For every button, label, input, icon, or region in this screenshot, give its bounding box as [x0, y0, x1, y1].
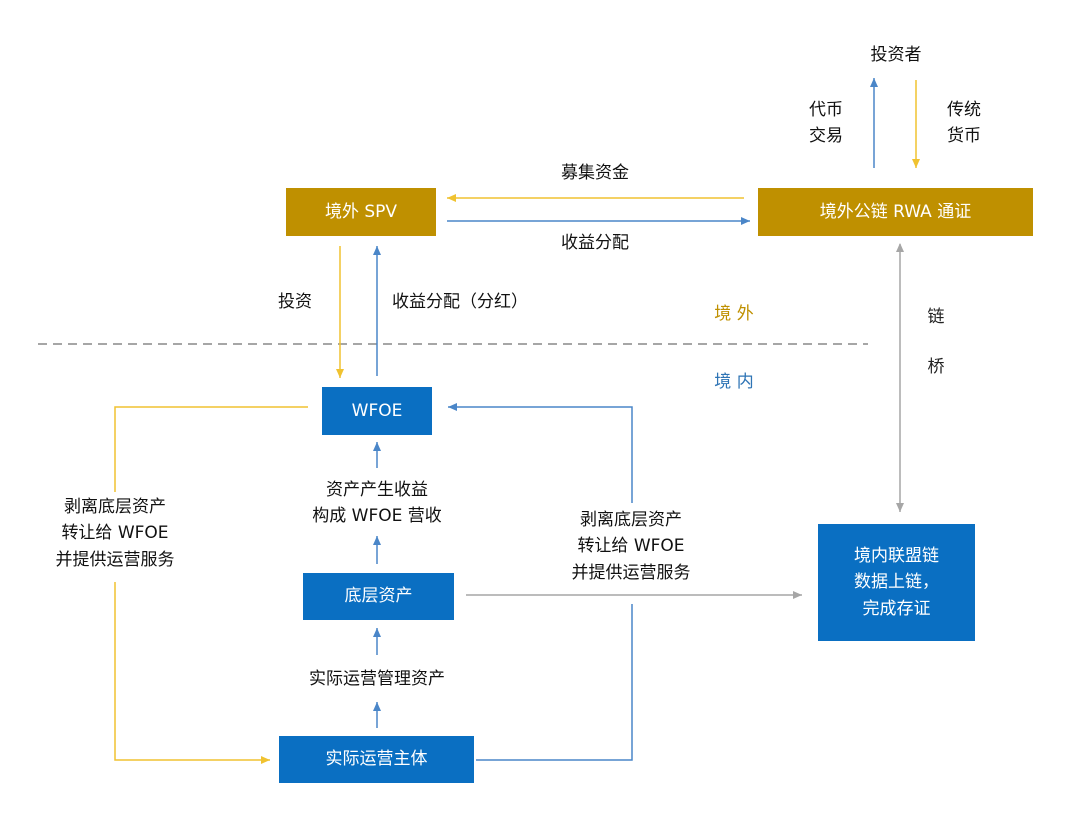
fiat-currency-line-1: 传统 — [947, 100, 981, 120]
strip-transfer-right-line-bottom — [476, 604, 633, 761]
strip-transfer-left-line-1: 剥离底层资产 — [64, 497, 166, 517]
operating-entity-box: 实际运营主体 — [279, 736, 474, 783]
investor-label: 投资者 — [870, 45, 922, 65]
chain-bridge-line-1: 链 — [927, 307, 945, 327]
fiat-currency-line-2: 货币 — [947, 126, 981, 147]
onshore-region-label: 境 内 — [714, 372, 754, 392]
strip-transfer-left-line-top — [114, 406, 308, 492]
wfoe-box: WFOE — [322, 387, 432, 435]
spv-box: 境外 SPV — [286, 188, 436, 236]
token-trade-line-1: 代币 — [809, 100, 843, 120]
strip-transfer-left-label: 剥离底层资产 转让给 WFOE 并提供运营服务 — [40, 494, 190, 573]
wfoe-label: WFOE — [351, 400, 403, 421]
spv-label: 境外 SPV — [324, 201, 398, 222]
raise-funds-label: 募集资金 — [561, 163, 629, 183]
strip-transfer-left-line-bottom — [114, 582, 270, 764]
consortium-chain-box: 境内联盟链 数据上链， 完成存证 — [818, 524, 975, 641]
asset-income-line-1: 资产产生收益 — [326, 480, 428, 500]
asset-income-label: 资产产生收益 构成 WFOE 营收 — [292, 477, 462, 530]
dividend-distribution-label: 收益分配（分红） — [392, 292, 528, 312]
consortium-chain-line-3: 完成存证 — [862, 598, 931, 619]
strip-transfer-right-line-1: 剥离底层资产 — [580, 510, 682, 530]
fiat-currency-label: 传统 货币 — [938, 97, 990, 150]
strip-transfer-left-line-3: 并提供运营服务 — [55, 549, 175, 570]
chain-bridge-line-2: 桥 — [927, 357, 945, 377]
token-trade-label: 代币 交易 — [800, 97, 852, 150]
income-distribution-label: 收益分配 — [561, 233, 629, 253]
strip-transfer-right-label: 剥离底层资产 转让给 WFOE 并提供运营服务 — [556, 507, 706, 586]
underlying-asset-box: 底层资产 — [303, 573, 454, 620]
strip-transfer-left-line-2: 转让给 WFOE — [61, 523, 169, 544]
operating-entity-label: 实际运营主体 — [325, 749, 428, 770]
rwa-token-box: 境外公链 RWA 通证 — [758, 188, 1033, 236]
rwa-token-label: 境外公链 RWA 通证 — [819, 201, 972, 222]
chain-bridge-label: 链 桥 — [924, 292, 948, 392]
offshore-region-label: 境 外 — [714, 304, 754, 324]
consortium-chain-line-2: 数据上链， — [854, 572, 939, 593]
strip-transfer-right-line-3: 并提供运营服务 — [571, 562, 691, 583]
consortium-chain-line-1: 境内联盟链 — [854, 545, 939, 566]
investment-label: 投资 — [278, 292, 312, 312]
token-trade-line-2: 交易 — [809, 126, 843, 147]
actual-management-label: 实际运营管理资产 — [309, 669, 445, 689]
strip-transfer-right-line-2: 转让给 WFOE — [577, 536, 685, 557]
strip-transfer-right-line-top — [448, 403, 633, 503]
underlying-asset-label: 底层资产 — [344, 586, 413, 607]
asset-income-line-2: 构成 WFOE 营收 — [312, 506, 442, 527]
